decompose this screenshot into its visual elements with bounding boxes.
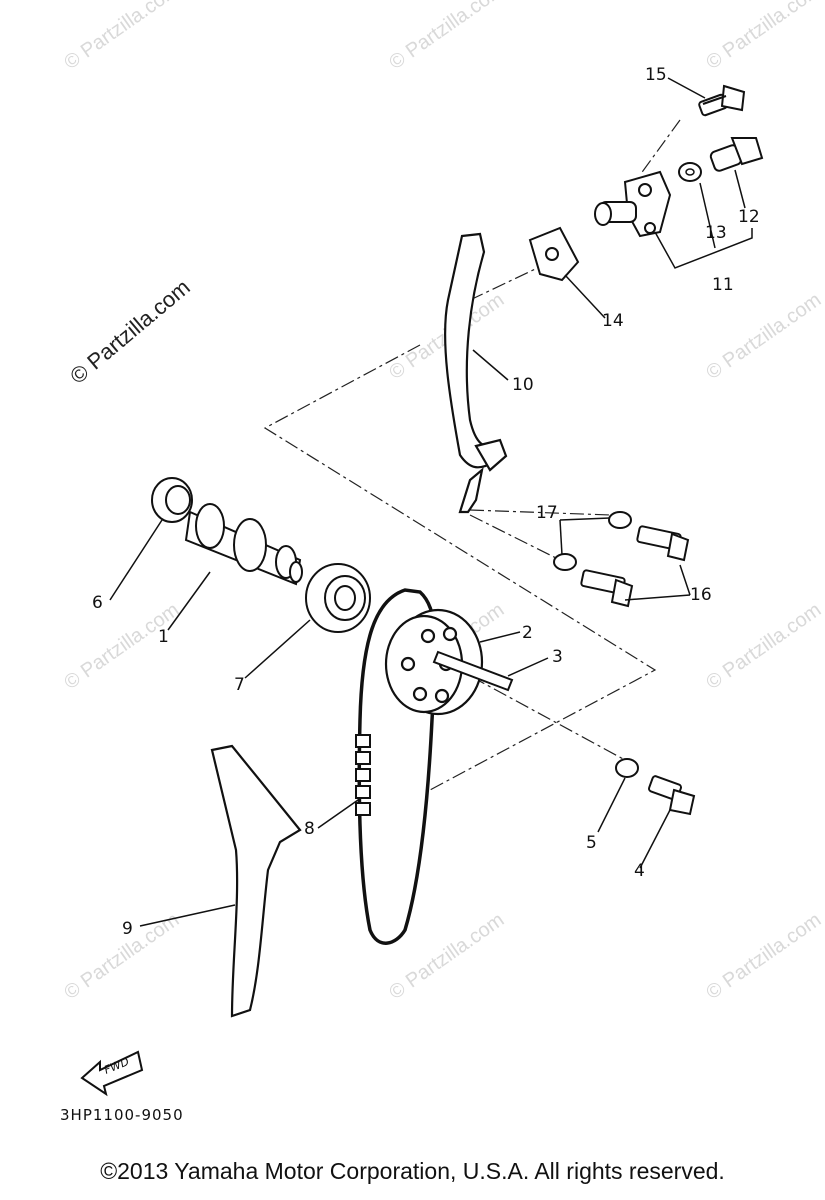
watermark: © Partzilla.com — [702, 909, 825, 1004]
chain-guide-9 — [210, 744, 302, 1018]
watermark: © Partzilla.com — [385, 909, 508, 1004]
callout-4: 4 — [634, 861, 645, 881]
tensioner-bolt-line — [639, 119, 681, 176]
fwd-arrow-icon: FWD — [80, 1050, 144, 1097]
callout-1: 1 — [158, 627, 169, 647]
watermark: © Partzilla.com — [385, 0, 508, 74]
callout-5: 5 — [586, 833, 597, 853]
plug-12 — [709, 137, 764, 172]
callout-3: 3 — [552, 647, 563, 667]
callout-13: 13 — [705, 223, 727, 243]
guide-bolt-line-lower — [469, 514, 561, 561]
callout-17: 17 — [536, 503, 558, 523]
gasket-14 — [528, 226, 580, 282]
callout-16: 16 — [690, 585, 712, 605]
callout-14: 14 — [602, 311, 624, 331]
chain-links — [355, 734, 371, 816]
callout-2: 2 — [522, 623, 533, 643]
leader-lines — [109, 77, 753, 927]
copyright-footer: ©2013 Yamaha Motor Corporation, U.S.A. A… — [100, 1158, 725, 1184]
washer-5 — [615, 758, 639, 778]
bolt-16 — [580, 525, 690, 608]
watermark: © Partzilla.com — [702, 599, 825, 694]
guide-bolt-line-upper — [469, 509, 611, 516]
watermark: © Partzilla.com — [702, 289, 825, 384]
tensioner-11 — [594, 170, 672, 238]
callout-labels: 15 12 13 11 14 10 17 16 6 1 7 2 3 5 4 8 … — [92, 65, 760, 939]
callout-9: 9 — [122, 919, 133, 939]
watermark-main: © Partzilla.com — [65, 274, 195, 388]
bearing-7 — [305, 563, 371, 633]
bearing-6 — [151, 477, 193, 523]
watermark: © Partzilla.com — [60, 0, 183, 74]
watermark: © Partzilla.com — [702, 0, 825, 74]
washer-17b — [553, 553, 577, 571]
chain-guide-10 — [444, 232, 508, 514]
gasket-line — [469, 261, 551, 301]
bolt-15 — [698, 84, 746, 117]
callout-12: 12 — [738, 207, 760, 227]
part-code: 3HP1100-9050 — [60, 1106, 184, 1124]
camshaft-1 — [184, 503, 303, 586]
bolt-4 — [648, 775, 696, 816]
pin-3 — [432, 650, 514, 692]
callout-11: 11 — [712, 275, 734, 295]
washer-17a — [608, 511, 632, 529]
callout-15: 15 — [645, 65, 667, 85]
callout-6: 6 — [92, 593, 103, 613]
callout-8: 8 — [304, 819, 315, 839]
cam-frame-line — [263, 344, 657, 791]
callout-10: 10 — [512, 375, 534, 395]
callout-7: 7 — [234, 675, 245, 695]
